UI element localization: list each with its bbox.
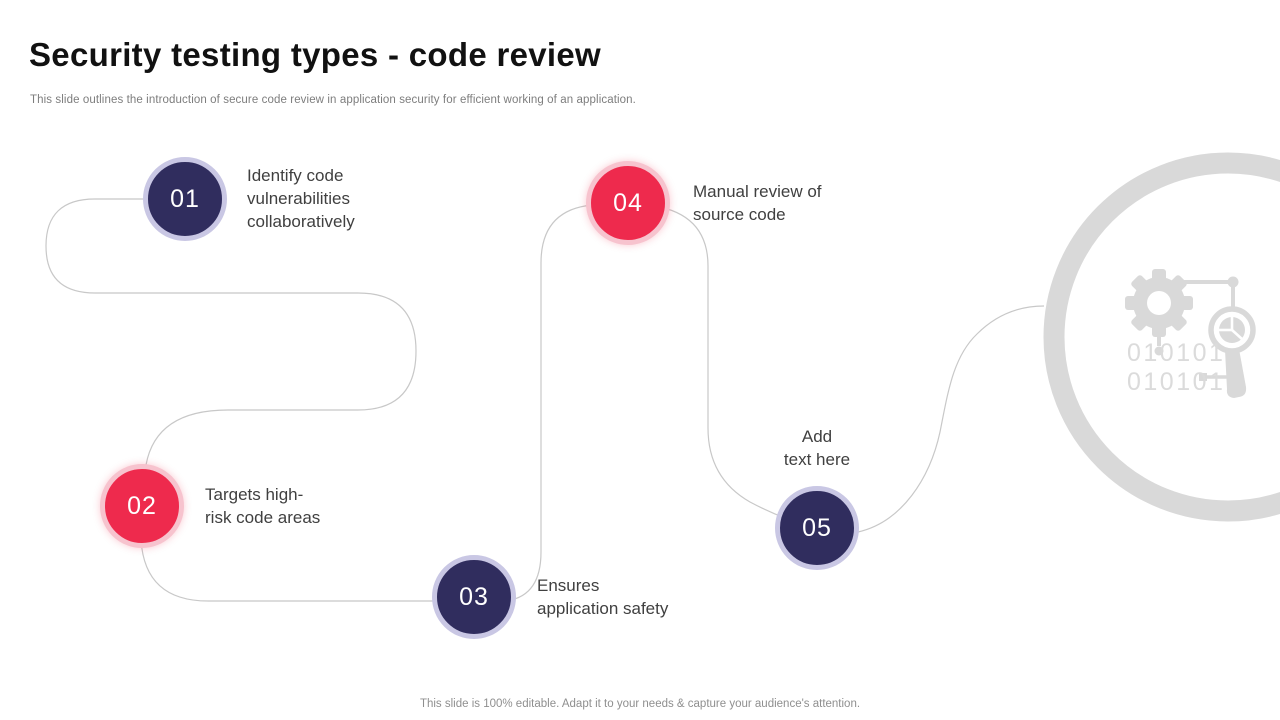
- footer-note: This slide is 100% editable. Adapt it to…: [419, 698, 861, 710]
- connector-dot: [1227, 276, 1239, 288]
- step-circle-04: 04: [586, 161, 670, 245]
- decor-ring: [1043, 152, 1280, 522]
- step-number: 02: [127, 491, 157, 520]
- step-number: 05: [802, 513, 832, 542]
- step-circle-05: 05: [775, 486, 859, 570]
- step-number: 01: [170, 184, 200, 213]
- step-label-03: Ensures application safety: [537, 576, 669, 618]
- step-number: 03: [459, 582, 489, 611]
- step-label-01: Identify code vulnerabilities collaborat…: [247, 166, 355, 231]
- magnifier-pie-chart-icon: [1208, 306, 1256, 398]
- step-label-02: Targets high- risk code areas: [205, 485, 321, 527]
- step-circle-03: 03: [432, 555, 516, 639]
- step-circle-02: 02: [100, 464, 184, 548]
- step-number: 04: [613, 188, 643, 217]
- step-circle-01: 01: [143, 157, 227, 241]
- magnifier-handle: [1225, 349, 1247, 398]
- slide-subtitle: This slide outlines the introduction of …: [30, 94, 636, 106]
- step-label-05-placeholder: Add text here: [783, 427, 851, 469]
- binary-text-line2: 010101: [1127, 368, 1225, 396]
- binary-text-line1: 010101: [1127, 339, 1225, 367]
- gear-stem-dot: [1154, 346, 1164, 356]
- step-label-04: Manual review of source code: [693, 182, 822, 224]
- page-title: Security testing types - code review: [29, 36, 601, 73]
- gear-icon: [1125, 269, 1193, 337]
- winding-line: [45, 198, 1045, 602]
- binary-connector-dot: [1199, 373, 1207, 381]
